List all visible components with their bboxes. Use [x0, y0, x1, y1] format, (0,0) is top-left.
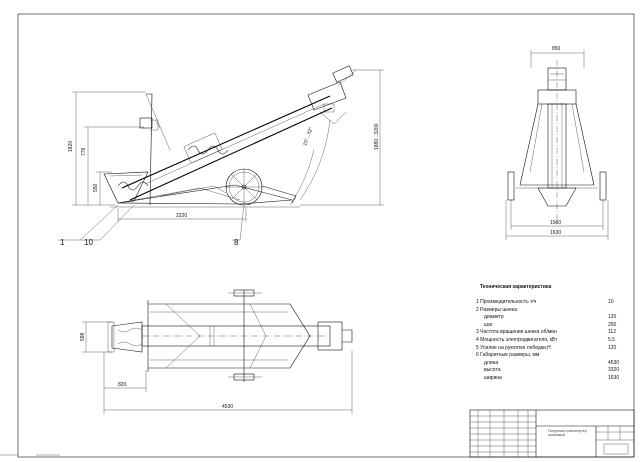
dim-height-total: 1820 — [68, 141, 74, 152]
spec-value: 10 — [608, 299, 614, 305]
dim-length-base: 2220 — [176, 213, 187, 219]
spec-row: ширина 1630 — [476, 375, 626, 383]
title-block-name: Погрузчик-транспортёр шнековый — [548, 429, 596, 438]
spec-label: 3 Частота вращения шнека об/мин — [476, 329, 557, 336]
spec-row: 1 Производительность т/ч 10 — [476, 299, 626, 307]
spec-value: 112 — [608, 329, 616, 336]
spec-row: 4 Мощность электродвигателя, кВт 5,5 — [476, 337, 626, 345]
dim-height-right: 1880...3200 — [374, 123, 380, 150]
specs-title: Техническая характеристика — [480, 284, 552, 290]
dim-overall-width: 1630 — [550, 230, 561, 236]
title-block-name-line2: шнековый — [548, 433, 565, 438]
title-block — [469, 409, 635, 458]
title-block-name-line1: Погрузчик-транспортёр — [548, 429, 587, 433]
spec-row: 5 Усилие на рукоятке лебедки,Н 120 — [476, 345, 626, 353]
spec-row: 3 Частота вращения шнека об/мин 112 — [476, 329, 626, 337]
spec-label: 2 Размеры шнека — [476, 306, 517, 313]
dim-height-mid: 778 — [81, 147, 87, 156]
spec-label: шаг — [484, 321, 493, 328]
spec-row: 6 Габаритные размеры, мм — [476, 352, 626, 360]
specs-rows: 1 Производительность т/ч 10 2 Размеры шнек… — [476, 299, 626, 383]
spec-label: 1 Производительность т/ч — [476, 299, 537, 305]
technical-specs: Техническая характеристика 1 Производите… — [476, 284, 626, 383]
spec-value: 120 — [608, 314, 617, 321]
spec-row: длина 4530 — [476, 360, 626, 368]
dim-top-width: 850 — [552, 46, 561, 52]
spec-row: шаг 250 — [476, 322, 626, 330]
spec-label: 6 Габаритные размеры, мм — [476, 352, 540, 359]
sheet-frame — [17, 13, 635, 458]
dim-wheel-track: 1560 — [550, 220, 561, 226]
spec-value: 4530 — [608, 359, 620, 366]
dim-hopper-width: 598 — [80, 332, 86, 341]
dim-hopper-offset: 820 — [118, 382, 127, 388]
spec-value: 120 — [608, 344, 617, 351]
spec-value — [608, 307, 626, 315]
spec-label: 5 Усилие на рукоятке лебедки,Н — [476, 344, 551, 351]
side-view — [58, 65, 384, 241]
spec-value — [608, 352, 626, 360]
dim-overall-length: 4530 — [222, 404, 233, 410]
spec-row: диаметр 120 — [476, 314, 626, 322]
spec-row: высота 3320 — [476, 367, 626, 375]
spec-value: 3320 — [608, 367, 620, 374]
callout-8: 8 — [234, 238, 239, 247]
spec-label: 4 Мощность электродвигателя, кВт — [476, 336, 558, 343]
callout-1: 1 — [60, 238, 65, 247]
spec-value: 5,5 — [608, 336, 615, 343]
dim-height-low: 550 — [93, 183, 99, 192]
callout-10: 10 — [84, 238, 93, 247]
spec-value: 1630 — [608, 374, 620, 381]
spec-row: 2 Размеры шнека — [476, 307, 626, 315]
dim-angle: 15°...32° — [302, 126, 314, 146]
spec-label: длина — [484, 359, 499, 366]
end-view — [505, 50, 609, 240]
spec-value: 250 — [608, 321, 617, 328]
plan-view — [82, 289, 353, 414]
spec-label: ширина — [484, 374, 502, 381]
spec-label: диаметр — [484, 314, 504, 321]
spec-label: высота — [484, 367, 501, 374]
